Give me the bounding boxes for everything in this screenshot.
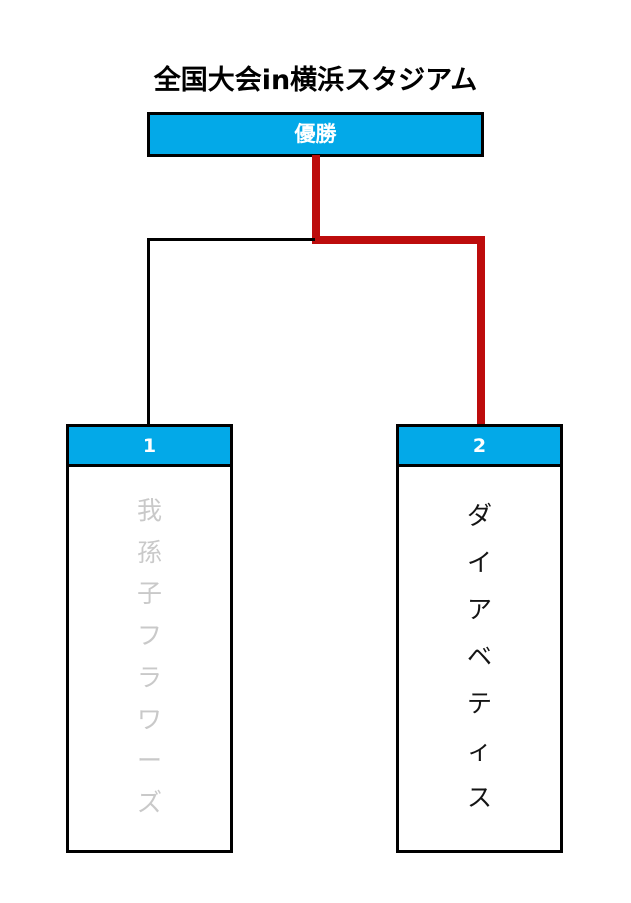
team-name-char: 孫 bbox=[136, 537, 162, 567]
team-name-char: フ bbox=[136, 621, 162, 651]
bracket-line-winner-stem bbox=[312, 155, 320, 243]
team-name-char: イ bbox=[466, 548, 492, 577]
team-name-char: 我 bbox=[136, 495, 162, 525]
team-name-2: ダ イ ア ベ テ ィ ス bbox=[399, 467, 560, 850]
bracket-line-winner-drop bbox=[477, 236, 485, 426]
team-name-char: 子 bbox=[136, 579, 162, 609]
champion-label: 優勝 bbox=[294, 122, 337, 146]
bracket-line-loser-drop bbox=[147, 238, 150, 426]
team-name-char: ワ bbox=[136, 704, 162, 734]
team-seed-2: 2 bbox=[399, 427, 560, 467]
team-name-char: テ bbox=[466, 689, 492, 718]
team-name-char: ア bbox=[466, 595, 492, 624]
team-name-char: ベ bbox=[466, 642, 492, 671]
team-name-1: 我 孫 子 フ ラ ワ ー ズ bbox=[69, 467, 230, 850]
team-slot-2[interactable]: 2 ダ イ ア ベ テ ィ ス bbox=[396, 424, 563, 853]
team-name-char: ダ bbox=[466, 501, 492, 530]
team-seed-1: 1 bbox=[69, 427, 230, 467]
champion-box[interactable]: 優勝 bbox=[147, 112, 484, 157]
team-name-char: ー bbox=[136, 746, 162, 776]
bracket-line-loser-horizontal bbox=[147, 238, 315, 241]
page-title: 全国大会in横浜スタジアム bbox=[153, 65, 478, 96]
team-name-char: ィ bbox=[466, 736, 492, 765]
team-name-char: ラ bbox=[136, 662, 162, 692]
bracket-line-winner-horizontal bbox=[312, 236, 485, 244]
team-name-char: ス bbox=[466, 783, 492, 812]
team-name-char: ズ bbox=[136, 788, 162, 818]
team-slot-1[interactable]: 1 我 孫 子 フ ラ ワ ー ズ bbox=[66, 424, 233, 853]
